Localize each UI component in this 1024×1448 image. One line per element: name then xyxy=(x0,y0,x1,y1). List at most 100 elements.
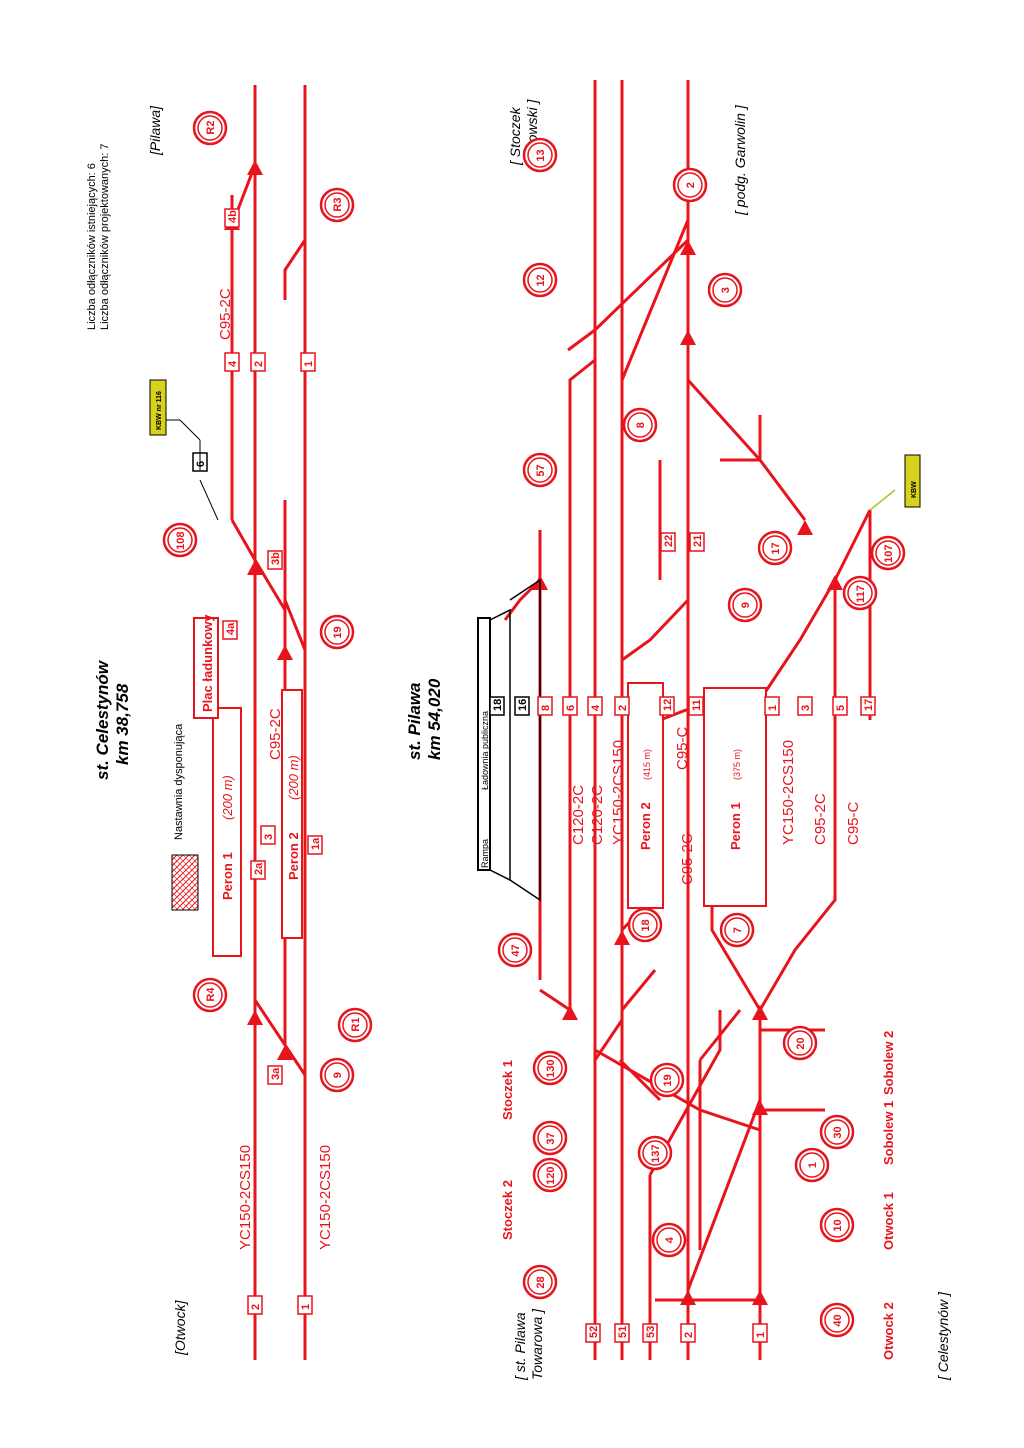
switch-marker[interactable]: 9 xyxy=(727,587,763,623)
direction-otwock: [Otwock] xyxy=(172,1299,188,1356)
rampa-label: Rampa xyxy=(480,839,490,868)
switch-marker[interactable]: 4 xyxy=(651,1222,687,1258)
track-number-text: 3b xyxy=(270,552,282,565)
track-number-text: 3 xyxy=(800,705,812,711)
switch-marker[interactable]: 19 xyxy=(649,1062,685,1098)
switch-marker[interactable]: 20 xyxy=(782,1025,818,1061)
switch-marker[interactable]: R3 xyxy=(319,187,355,223)
switch-marker[interactable]: 19 xyxy=(319,614,355,650)
track-number-label: 21 xyxy=(689,532,705,552)
switch-label: 137 xyxy=(650,1145,662,1163)
track-number-text: 51 xyxy=(617,1326,629,1338)
track-number-label: 53 xyxy=(642,1323,658,1343)
switch-marker[interactable]: 47 xyxy=(497,932,533,968)
switch-marker[interactable]: 130 xyxy=(532,1050,568,1086)
track-number-label: 4 xyxy=(224,352,240,372)
track-number-text: 18 xyxy=(492,699,504,711)
track-number-text: 12 xyxy=(662,699,674,711)
switch-marker[interactable]: 37 xyxy=(532,1120,568,1156)
track-number-text: 4 xyxy=(227,360,239,367)
switch-marker[interactable]: 7 xyxy=(719,912,755,948)
switch-marker[interactable]: 10 xyxy=(819,1207,855,1243)
switch-marker[interactable]: 40 xyxy=(819,1302,855,1338)
switch-marker[interactable]: 3 xyxy=(707,272,743,308)
direction-stoczek-1: [ Stoczek xyxy=(507,106,523,166)
celestynow-title: st. Celestynów xyxy=(93,659,112,780)
switch-label: 12 xyxy=(535,274,547,286)
pilawa-title: st. Pilawa xyxy=(405,683,424,760)
switch-label: 117 xyxy=(855,585,867,603)
switch-marker[interactable]: 117 xyxy=(842,575,878,611)
pilawa-diagram: Rampa Ładownia publiczna Peron 2 (415 m)… xyxy=(405,80,951,1381)
peron-2-label: Peron 2 xyxy=(286,832,301,880)
nastawnia-building xyxy=(171,854,199,911)
track-number-text: 22 xyxy=(663,535,675,547)
switch-label: 13 xyxy=(535,149,547,161)
track-number-text: 1a xyxy=(310,837,322,850)
switch-label: 108 xyxy=(175,532,187,550)
switch-marker[interactable]: R1 xyxy=(337,1007,373,1043)
switch-marker[interactable]: 1 xyxy=(794,1147,830,1183)
switch-marker[interactable]: 30 xyxy=(819,1114,855,1150)
pilawa-catenary-8: C95-C xyxy=(845,801,862,845)
pilawa-peron-1-label: Peron 1 xyxy=(728,802,743,850)
pilawa-km: km 54,020 xyxy=(425,678,444,760)
feeder-otwock-1: Otwock 1 xyxy=(881,1192,896,1250)
direction-pilawa: [Pilawa] xyxy=(147,105,163,156)
pilawa-peron-1 xyxy=(703,687,767,907)
plac-ladunkowy-label: Plac ładunkowy xyxy=(200,614,215,712)
switch-label: 120 xyxy=(545,1167,557,1185)
switch-marker[interactable]: 8 xyxy=(622,407,658,443)
track-number-label: 3b xyxy=(267,550,283,570)
peron-2-platform xyxy=(281,689,303,939)
switch-marker[interactable]: 9 xyxy=(319,1057,355,1093)
switch-label: 8 xyxy=(635,422,647,428)
track-number-label: 51 xyxy=(614,1323,630,1343)
switch-marker[interactable]: 17 xyxy=(757,530,793,566)
feeder-sobolew-2: Sobolew 2 xyxy=(881,1031,896,1095)
switch-marker[interactable]: 120 xyxy=(532,1157,568,1193)
switch-label: 107 xyxy=(883,545,895,563)
feeder-stoczek-1: Stoczek 1 xyxy=(500,1060,515,1120)
plac-ladunkowy-box xyxy=(193,617,219,719)
track-number-label: 2 xyxy=(250,352,266,372)
switch-marker[interactable]: R4 xyxy=(192,977,228,1013)
switch-label: 57 xyxy=(535,464,547,476)
switch-marker[interactable]: 18 xyxy=(627,907,663,943)
pilawa-catenary-5: C95-2C xyxy=(679,833,696,885)
direction-pilawa-towarowa-2: Towarowa ] xyxy=(529,1308,545,1380)
track-number-text: 17 xyxy=(863,699,875,711)
switch-marker[interactable]: 13 xyxy=(522,137,558,173)
track-number-text: 1 xyxy=(755,1332,767,1338)
kbw-label: KBW xyxy=(911,481,918,498)
switch-marker[interactable]: 137 xyxy=(637,1135,673,1171)
switch-marker[interactable]: R2 xyxy=(192,110,228,146)
switch-marker[interactable]: 57 xyxy=(522,452,558,488)
track-number-label: 17 xyxy=(860,696,876,716)
catenary-yc-2: YC150-2CS150 xyxy=(317,1145,334,1250)
track-number-label: 22 xyxy=(660,532,676,552)
switch-label: 47 xyxy=(510,944,522,956)
track-number-text: 6 xyxy=(565,705,577,711)
switch-label: 30 xyxy=(832,1126,844,1138)
switch-label: 2 xyxy=(685,182,697,188)
switch-label: 19 xyxy=(332,626,344,638)
kbw-116-label: KBW nr 116 xyxy=(156,391,163,430)
switch-marker[interactable]: 107 xyxy=(870,535,906,571)
ladownia-label: Ładownia publiczna xyxy=(480,711,490,790)
track-number-label: 2 xyxy=(614,696,630,716)
switch-label: 17 xyxy=(770,542,782,554)
switch-marker[interactable]: 108 xyxy=(162,522,198,558)
direction-garwolin: [ podg. Garwolin ] xyxy=(732,104,748,216)
track-number-label: 3 xyxy=(797,696,813,716)
celestynow-diagram: Peron 1 (200 m) Peron 2 (200 m) Plac ład… xyxy=(86,85,373,1360)
switch-marker[interactable]: 12 xyxy=(522,262,558,298)
track-number-text: 2 xyxy=(253,361,265,367)
feeder-stoczek-2: Stoczek 2 xyxy=(500,1180,515,1240)
catenary-yc-1: YC150-2CS150 xyxy=(237,1145,254,1250)
switch-marker[interactable]: 28 xyxy=(522,1264,558,1300)
switch-marker[interactable]: 2 xyxy=(672,167,708,203)
